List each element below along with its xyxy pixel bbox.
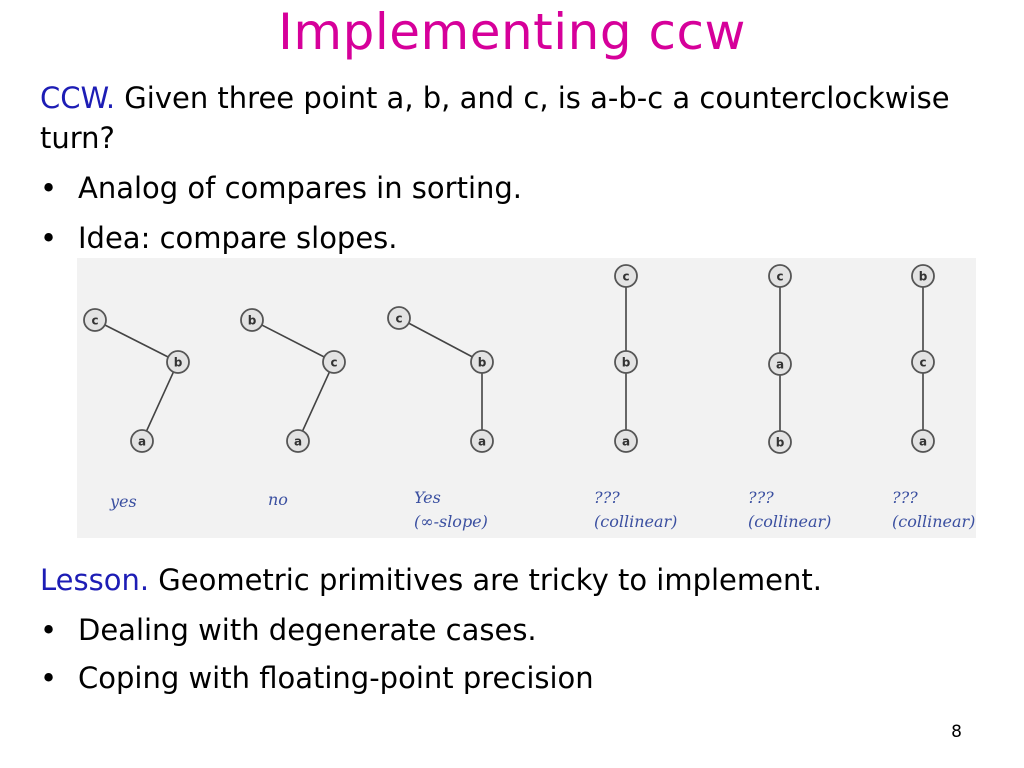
point-node bbox=[240, 308, 264, 332]
ccw-lead: CCW. bbox=[40, 81, 116, 115]
point-node bbox=[387, 306, 411, 330]
point-node bbox=[322, 350, 346, 374]
bullet-dot: • bbox=[40, 613, 58, 647]
case-caption: (collinear) bbox=[748, 512, 831, 531]
point-node bbox=[614, 264, 638, 288]
point-label: c bbox=[395, 312, 402, 326]
ccw-case: c b a??? (collinear) bbox=[594, 264, 677, 531]
case-caption: ??? bbox=[748, 488, 774, 507]
point-node bbox=[286, 429, 310, 453]
bullet-dot: • bbox=[40, 661, 58, 695]
point-label: b bbox=[919, 270, 928, 284]
bullet-dot: • bbox=[40, 171, 58, 205]
point-label: c bbox=[622, 270, 629, 284]
point-node bbox=[166, 350, 190, 374]
ccw-case: b c a no bbox=[240, 308, 346, 509]
point-node bbox=[911, 350, 935, 374]
point-node bbox=[768, 352, 792, 376]
point-label: c bbox=[776, 270, 783, 284]
ccw-case: c b a yes bbox=[83, 308, 190, 511]
case-caption: ??? bbox=[594, 488, 620, 507]
point-label: b bbox=[174, 356, 183, 370]
point-node bbox=[911, 264, 935, 288]
point-label: a bbox=[478, 435, 486, 449]
edge-line bbox=[398, 317, 483, 363]
case-caption: yes bbox=[109, 492, 137, 511]
lesson-text: Geometric primitives are tricky to imple… bbox=[149, 563, 822, 597]
point-node bbox=[614, 350, 638, 374]
point-node bbox=[470, 429, 494, 453]
ccw-text: Given three point a, b, and c, is a-b-c … bbox=[40, 81, 950, 155]
ccw-definition: CCW. Given three point a, b, and c, is a… bbox=[40, 78, 980, 158]
case-caption: (∞-slope) bbox=[414, 512, 488, 531]
point-label: a bbox=[776, 358, 784, 372]
point-label: a bbox=[294, 435, 302, 449]
case-caption: Yes bbox=[414, 488, 441, 507]
lesson-lead: Lesson. bbox=[40, 563, 150, 597]
point-label: c bbox=[91, 314, 98, 328]
point-label: a bbox=[622, 435, 630, 449]
point-node bbox=[130, 429, 154, 453]
point-label: a bbox=[138, 435, 146, 449]
point-label: a bbox=[919, 435, 927, 449]
lesson-statement: Lesson. Geometric primitives are tricky … bbox=[40, 560, 980, 600]
point-node bbox=[768, 264, 792, 288]
page-number: 8 bbox=[951, 722, 962, 742]
bullet-text: Dealing with degenerate cases. bbox=[78, 613, 537, 647]
point-label: b bbox=[776, 436, 785, 450]
point-node bbox=[911, 429, 935, 453]
ccw-case: c a b??? (collinear) bbox=[748, 264, 831, 531]
point-node bbox=[768, 430, 792, 454]
point-label: b bbox=[248, 314, 257, 328]
point-label: c bbox=[330, 356, 337, 370]
edge-line bbox=[251, 319, 335, 363]
ccw-case: b c a??? (collinear) bbox=[892, 264, 975, 531]
slide-title: Implementing ccw bbox=[278, 3, 746, 61]
point-node bbox=[470, 350, 494, 374]
case-caption: no bbox=[268, 490, 288, 509]
point-label: b bbox=[622, 356, 631, 370]
bullet-text: Coping with floating-point precision bbox=[78, 661, 594, 695]
bullet-text: Analog of compares in sorting. bbox=[78, 171, 523, 205]
edge-line bbox=[141, 361, 179, 442]
case-caption: (collinear) bbox=[594, 512, 677, 531]
case-caption: ??? bbox=[892, 488, 918, 507]
point-node bbox=[614, 429, 638, 453]
point-label: c bbox=[919, 356, 926, 370]
bullet-text: Idea: compare slopes. bbox=[78, 221, 398, 255]
bullet-dot: • bbox=[40, 221, 58, 255]
point-label: b bbox=[478, 356, 487, 370]
edge-line bbox=[297, 361, 335, 442]
edge-line bbox=[94, 319, 179, 363]
point-node bbox=[83, 308, 107, 332]
case-caption: (collinear) bbox=[892, 512, 975, 531]
